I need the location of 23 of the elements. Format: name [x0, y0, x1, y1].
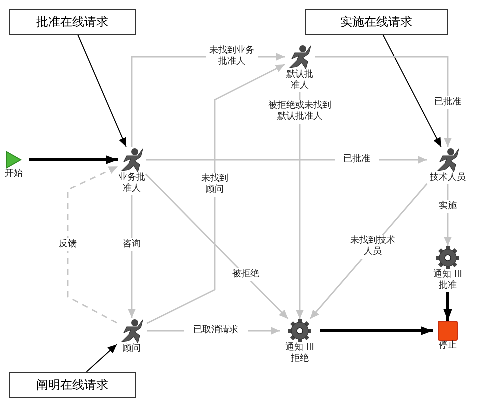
- arrow: [146, 64, 286, 324]
- step-label: 顾问: [123, 344, 141, 355]
- leader-line: [78, 34, 127, 148]
- step-label: 通知 III 拒绝: [284, 343, 316, 365]
- leader-line: [382, 34, 442, 148]
- arrow: [320, 326, 433, 336]
- callout-box: 批准在线请求: [9, 9, 136, 35]
- step-label: 开始: [5, 169, 23, 180]
- arrow: [315, 56, 452, 147]
- arrow: [296, 92, 304, 319]
- callout-box: 阐明在线请求: [9, 372, 136, 398]
- leader-line: [86, 344, 118, 372]
- arrow: [146, 174, 289, 320]
- step-label: 技术人员: [430, 173, 466, 184]
- step-label: 通知 III 批准: [432, 270, 464, 292]
- step-label: 默认批准人: [286, 70, 314, 92]
- callout-box: 实施在线请求: [305, 9, 448, 35]
- arrow: [128, 195, 136, 318]
- arrow: [67, 166, 118, 324]
- step-label: 停止: [439, 341, 457, 352]
- step-label: 业务批准人: [118, 173, 146, 195]
- arrow: [29, 156, 118, 164]
- arrow: [444, 292, 452, 321]
